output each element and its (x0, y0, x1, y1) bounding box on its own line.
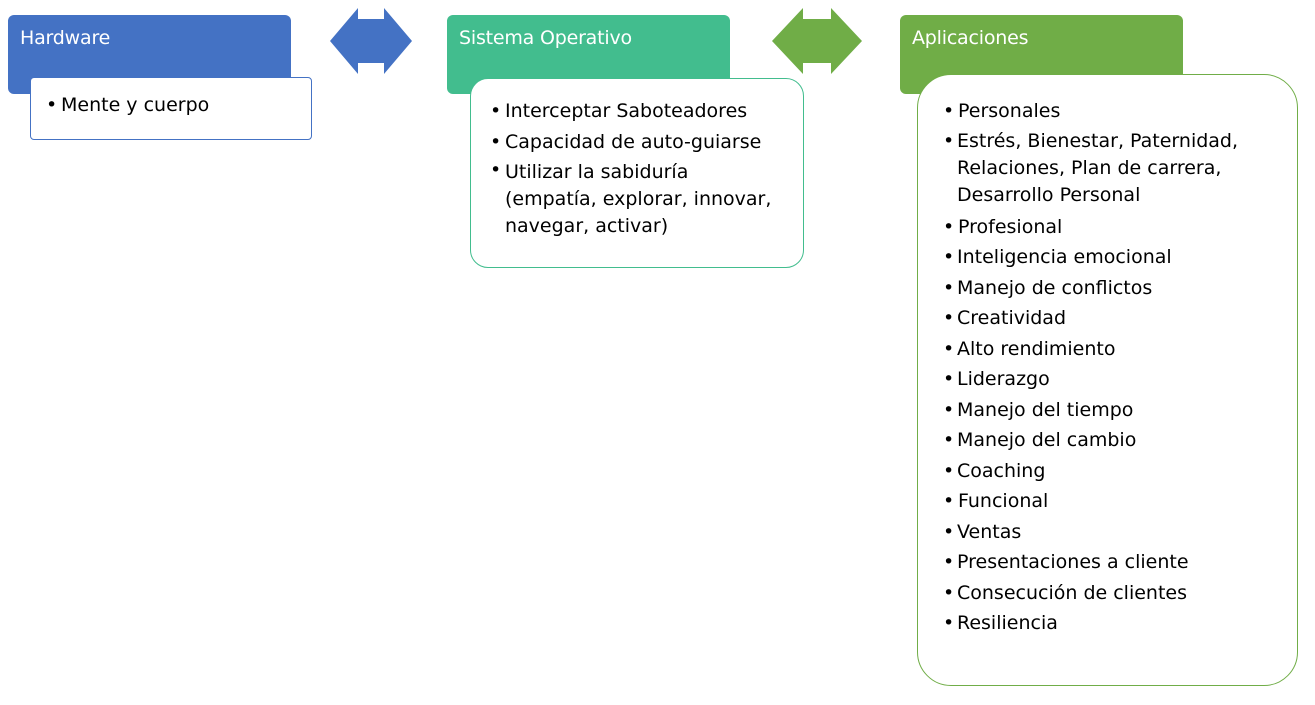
list-item: Manejo del cambio (943, 425, 1277, 456)
group-label: Personales (958, 100, 1061, 122)
group-profesional: Profesional (943, 212, 1277, 243)
hardware-list: Mente y cuerpo (46, 90, 311, 121)
list-item: Estrés, Bienestar, Paternidad, Relacione… (943, 128, 1277, 209)
list-item: Interceptar Saboteadores (490, 96, 783, 127)
sublist-container: Ventas Presentaciones a cliente Consecuc… (943, 517, 1277, 639)
list-item: Manejo del tiempo (943, 395, 1277, 426)
list-item: Mente y cuerpo (46, 90, 311, 121)
sistema-title: Sistema Operativo (459, 27, 632, 49)
profesional-sublist: Inteligencia emocional Manejo de conflic… (943, 242, 1277, 486)
list-item: Presentaciones a cliente (943, 547, 1277, 578)
list-item: Inteligencia emocional (943, 242, 1277, 273)
group-label: Funcional (958, 490, 1049, 512)
list-item: Ventas (943, 517, 1277, 548)
group-funcional: Funcional (943, 486, 1277, 517)
sistema-list: Interceptar Saboteadores Capacidad de au… (490, 96, 783, 240)
list-item: Coaching (943, 456, 1277, 487)
hardware-title: Hardware (20, 27, 111, 49)
list-item: Capacidad de auto-guiarse (490, 127, 783, 158)
list-item: Creatividad (943, 303, 1277, 334)
list-item: Resiliencia (943, 608, 1277, 639)
list-item: Manejo de conflictos (943, 273, 1277, 304)
hardware-sistema-arrow-icon (330, 8, 412, 74)
list-item: Utilizar la sabiduría (empatía, explorar… (490, 157, 783, 240)
list-item: Liderazgo (943, 364, 1277, 395)
list-item: Alto rendimiento (943, 334, 1277, 365)
aplicaciones-card: Personales Estrés, Bienestar, Paternidad… (917, 74, 1298, 686)
sublist-container: Inteligencia emocional Manejo de conflic… (943, 242, 1277, 486)
sublist-container: Estrés, Bienestar, Paternidad, Relacione… (943, 127, 1277, 212)
group-label: Profesional (958, 215, 1063, 238)
funcional-sublist: Ventas Presentaciones a cliente Consecuc… (943, 517, 1277, 639)
aplicaciones-title: Aplicaciones (912, 27, 1029, 49)
personales-sublist: Estrés, Bienestar, Paternidad, Relacione… (943, 127, 1277, 212)
aplicaciones-list: Personales Estrés, Bienestar, Paternidad… (943, 96, 1277, 639)
hardware-card: Mente y cuerpo (30, 77, 312, 140)
list-item: Consecución de clientes (943, 578, 1277, 609)
group-personales: Personales (943, 96, 1277, 127)
sistema-card: Interceptar Saboteadores Capacidad de au… (470, 78, 804, 268)
sistema-aplicaciones-arrow-icon (772, 8, 862, 74)
